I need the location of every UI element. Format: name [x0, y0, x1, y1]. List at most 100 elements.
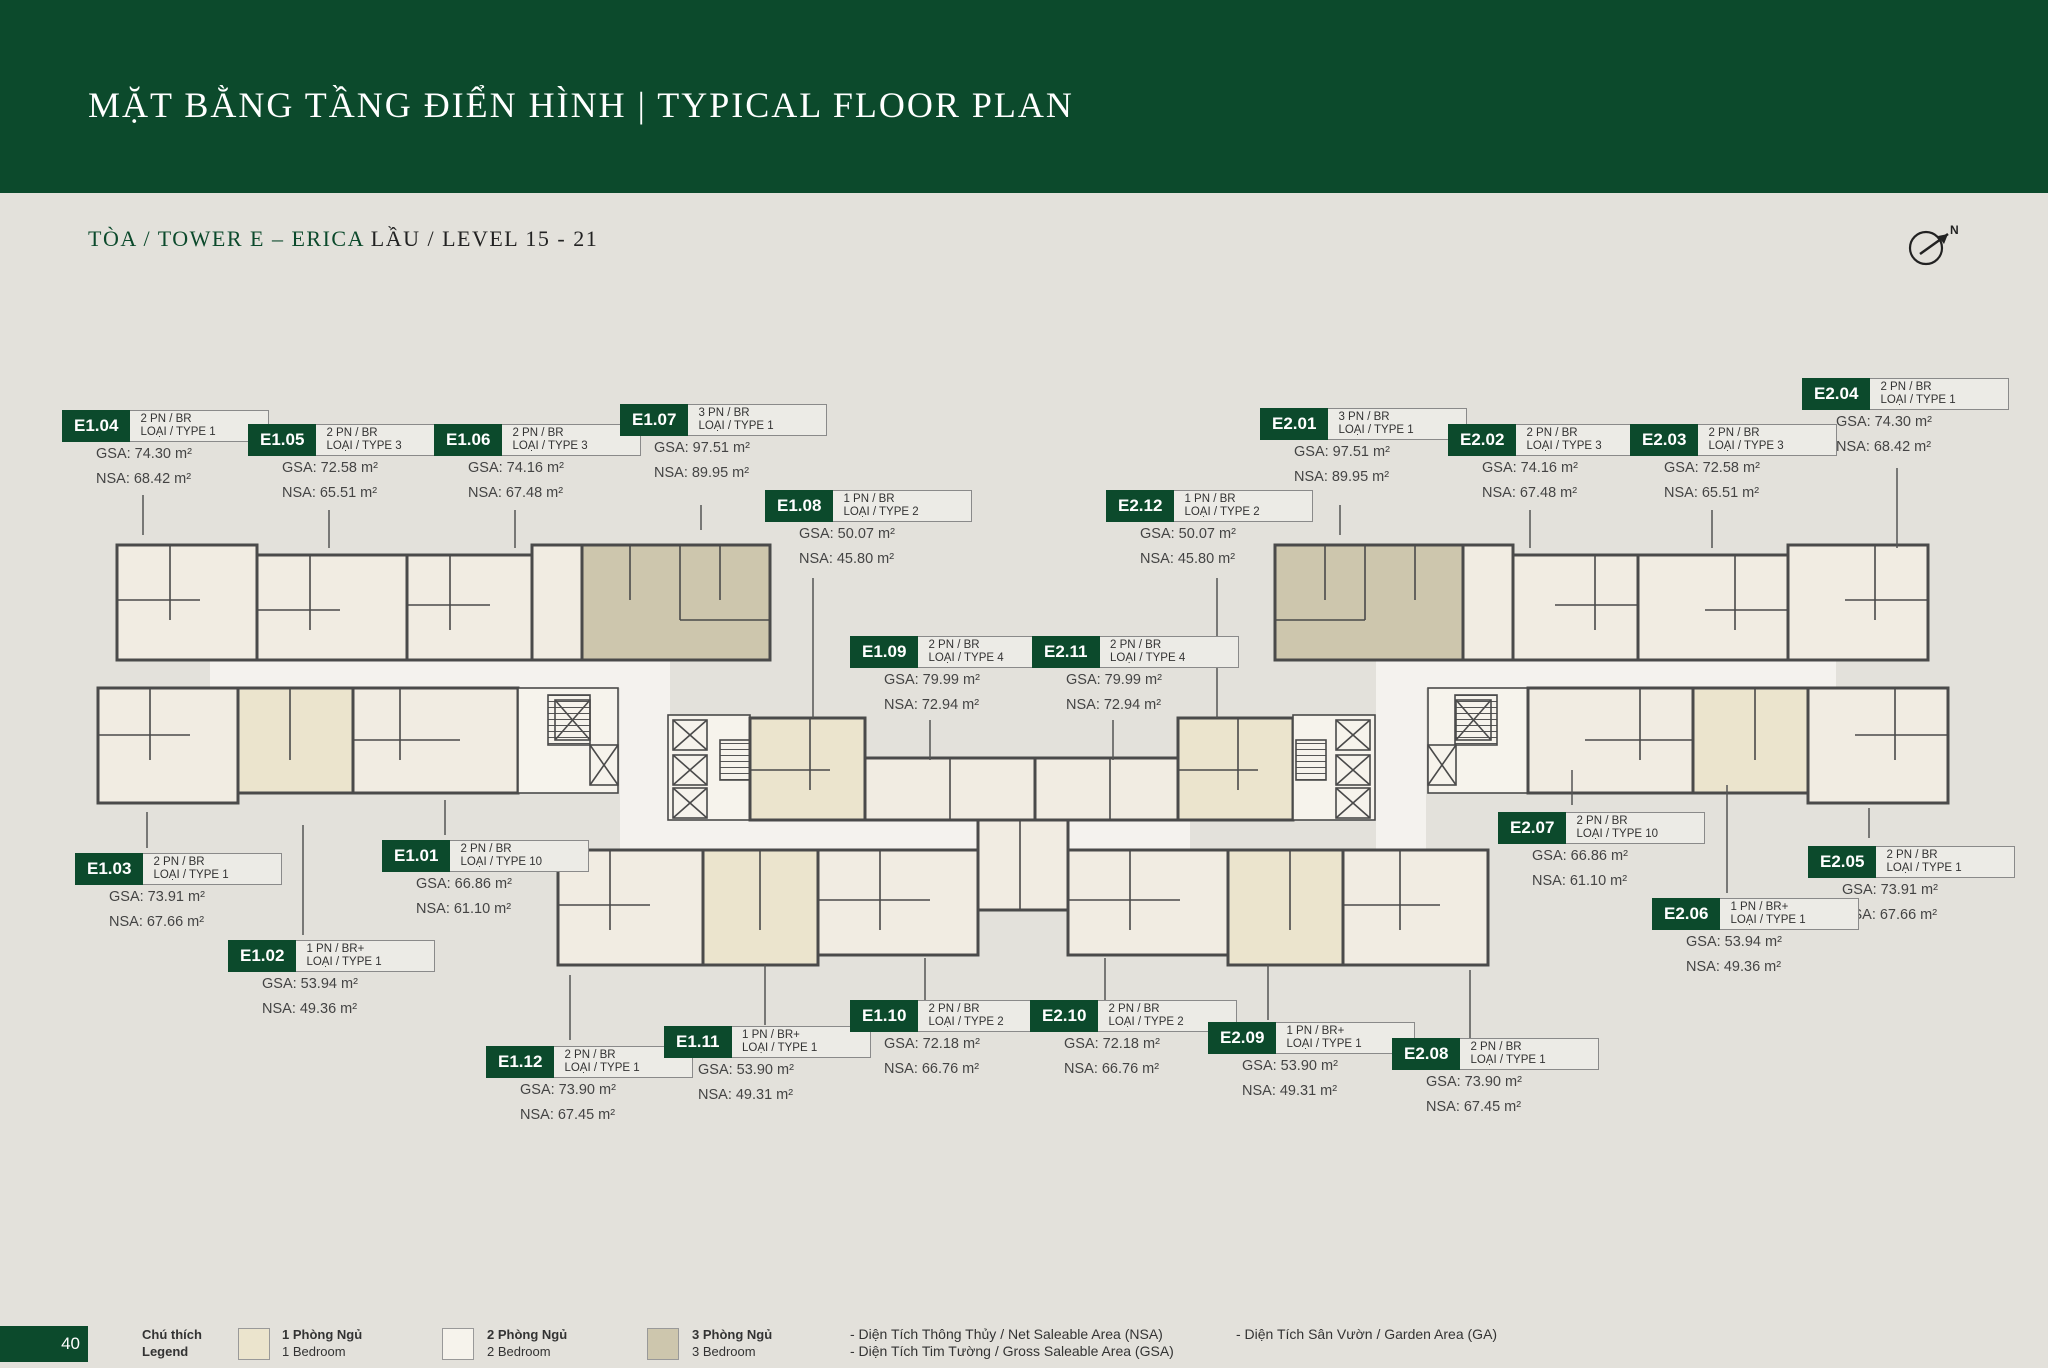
- unit-code: E2.06: [1652, 898, 1721, 930]
- unit-bedrooms: 2 PN / BR: [1470, 1041, 1522, 1053]
- unit-type: LOẠI / TYPE 1: [1338, 424, 1414, 436]
- unit-code: E2.03: [1630, 424, 1699, 456]
- unit-nsa: NSA: 65.51 m²: [282, 485, 378, 501]
- unit-type: LOẠI / TYPE 1: [698, 420, 774, 432]
- unit-type: LOẠI / TYPE 3: [512, 440, 588, 452]
- legend-1-vi: 1 Phòng Ngủ: [282, 1327, 363, 1342]
- tower-name: TÒA / TOWER E – ERICA: [88, 226, 364, 251]
- unit-type: LOẠI / TYPE 1: [153, 869, 229, 881]
- unit-type: LOẠI / TYPE 1: [1730, 914, 1806, 926]
- unit-gsa: GSA: 79.99 m²: [1066, 672, 1162, 688]
- unit-type: LOẠI / TYPE 10: [460, 856, 543, 868]
- note-nsa: - Diện Tích Thông Thủy / Net Saleable Ar…: [850, 1326, 1163, 1342]
- unit-code: E2.05: [1808, 846, 1877, 878]
- unit-type: LOẠI / TYPE 3: [1526, 440, 1602, 452]
- unit-bedrooms: 2 PN / BR: [153, 856, 205, 868]
- unit-label: E1.11 1 PN / BR+LOẠI / TYPE 1 GSA: 53.90…: [664, 1026, 871, 1108]
- unit-gsa: GSA: 66.86 m²: [1532, 848, 1628, 864]
- unit-nsa: NSA: 45.80 m²: [1140, 551, 1236, 567]
- unit-nsa: NSA: 49.31 m²: [1242, 1083, 1338, 1099]
- unit-code: E1.03: [75, 853, 144, 885]
- legend-1-bedroom: 1 Phòng Ngủ 1 Bedroom: [282, 1326, 362, 1360]
- unit-bedrooms: 1 PN / BR: [843, 493, 895, 505]
- unit-code: E2.09: [1208, 1022, 1277, 1054]
- unit-type: LOẠI / TYPE 2: [1184, 506, 1260, 518]
- legend-2-vi: 2 Phòng Ngủ: [487, 1327, 568, 1342]
- unit-nsa: NSA: 67.45 m²: [520, 1107, 616, 1123]
- unit-type: LOẠI / TYPE 2: [928, 1016, 1004, 1028]
- unit-nsa: NSA: 49.36 m²: [1686, 959, 1782, 975]
- unit-bedrooms: 2 PN / BR: [1708, 427, 1760, 439]
- legend-title: Chú thích Legend: [142, 1326, 202, 1360]
- legend-1-en: 1 Bedroom: [282, 1344, 346, 1359]
- unit-nsa: NSA: 67.45 m²: [1426, 1099, 1522, 1115]
- unit-nsa: NSA: 67.66 m²: [1842, 907, 1938, 923]
- unit-bedrooms: 1 PN / BR: [1184, 493, 1236, 505]
- unit-code: E1.06: [434, 424, 503, 456]
- unit-bedrooms: 1 PN / BR+: [1730, 901, 1789, 913]
- unit-code: E2.12: [1106, 490, 1175, 522]
- unit-type: LOẠI / TYPE 1: [1886, 862, 1962, 874]
- unit-nsa: NSA: 61.10 m²: [416, 901, 512, 917]
- unit-gsa: GSA: 50.07 m²: [1140, 526, 1236, 542]
- unit-code: E1.07: [620, 404, 689, 436]
- unit-nsa: NSA: 67.66 m²: [109, 914, 205, 930]
- tower-subtitle: TÒA / TOWER E – ERICA LẦU / LEVEL 15 - 2…: [88, 226, 598, 252]
- unit-code: E2.10: [1030, 1000, 1099, 1032]
- unit-bedrooms: 2 PN / BR: [512, 427, 564, 439]
- unit-type: LOẠI / TYPE 1: [140, 426, 216, 438]
- unit-label: E1.02 1 PN / BR+LOẠI / TYPE 1 GSA: 53.94…: [228, 940, 436, 1022]
- unit-gsa: GSA: 73.90 m²: [520, 1082, 616, 1098]
- unit-nsa: NSA: 72.94 m²: [1066, 697, 1162, 713]
- unit-type: LOẠI / TYPE 2: [843, 506, 919, 518]
- unit-code: E1.09: [850, 636, 919, 668]
- unit-code: E2.08: [1392, 1038, 1461, 1070]
- unit-code: E1.08: [765, 490, 834, 522]
- unit-gsa: GSA: 97.51 m²: [654, 440, 750, 456]
- unit-label: E2.09 1 PN / BR+LOẠI / TYPE 1 GSA: 53.90…: [1208, 1022, 1416, 1104]
- note-ga: - Diện Tích Sân Vườn / Garden Area (GA): [1236, 1326, 1498, 1342]
- unit-bedrooms: 2 PN / BR: [1110, 639, 1162, 651]
- unit-bedrooms: 2 PN / BR: [1880, 381, 1932, 393]
- legend-2-bedroom: 2 Phòng Ngủ 2 Bedroom: [487, 1326, 567, 1360]
- unit-nsa: NSA: 67.48 m²: [1482, 485, 1578, 501]
- unit-gsa: GSA: 73.91 m²: [1842, 882, 1938, 898]
- unit-gsa: GSA: 72.18 m²: [1064, 1036, 1160, 1052]
- unit-bedrooms: 3 PN / BR: [1338, 411, 1390, 423]
- unit-code: E1.11: [664, 1026, 732, 1058]
- unit-type: LOẠI / TYPE 3: [326, 440, 402, 452]
- unit-gsa: GSA: 53.94 m²: [1686, 934, 1782, 950]
- unit-bedrooms: 1 PN / BR+: [742, 1029, 800, 1041]
- unit-bedrooms: 2 PN / BR: [1526, 427, 1578, 439]
- legend-3-en: 3 Bedroom: [692, 1344, 756, 1359]
- unit-bedrooms: 2 PN / BR: [928, 1003, 980, 1015]
- unit-code: E1.04: [62, 410, 131, 442]
- unit-bedrooms: 3 PN / BR: [698, 407, 750, 419]
- unit-type: LOẠI / TYPE 1: [564, 1062, 640, 1074]
- unit-code: E1.01: [382, 840, 451, 872]
- unit-gsa: GSA: 53.94 m²: [262, 976, 358, 992]
- unit-bedrooms: 2 PN / BR: [928, 639, 980, 651]
- unit-bedrooms: 2 PN / BR: [140, 413, 192, 425]
- legend-label-en: Legend: [142, 1344, 189, 1359]
- unit-nsa: NSA: 65.51 m²: [1664, 485, 1760, 501]
- unit-code: E2.01: [1260, 408, 1329, 440]
- unit-type: LOẠI / TYPE 1: [1880, 394, 1956, 406]
- unit-code: E1.05: [248, 424, 317, 456]
- level-range: LẦU / LEVEL 15 - 21: [370, 226, 599, 251]
- unit-nsa: NSA: 89.95 m²: [654, 465, 750, 481]
- unit-nsa: NSA: 67.48 m²: [468, 485, 564, 501]
